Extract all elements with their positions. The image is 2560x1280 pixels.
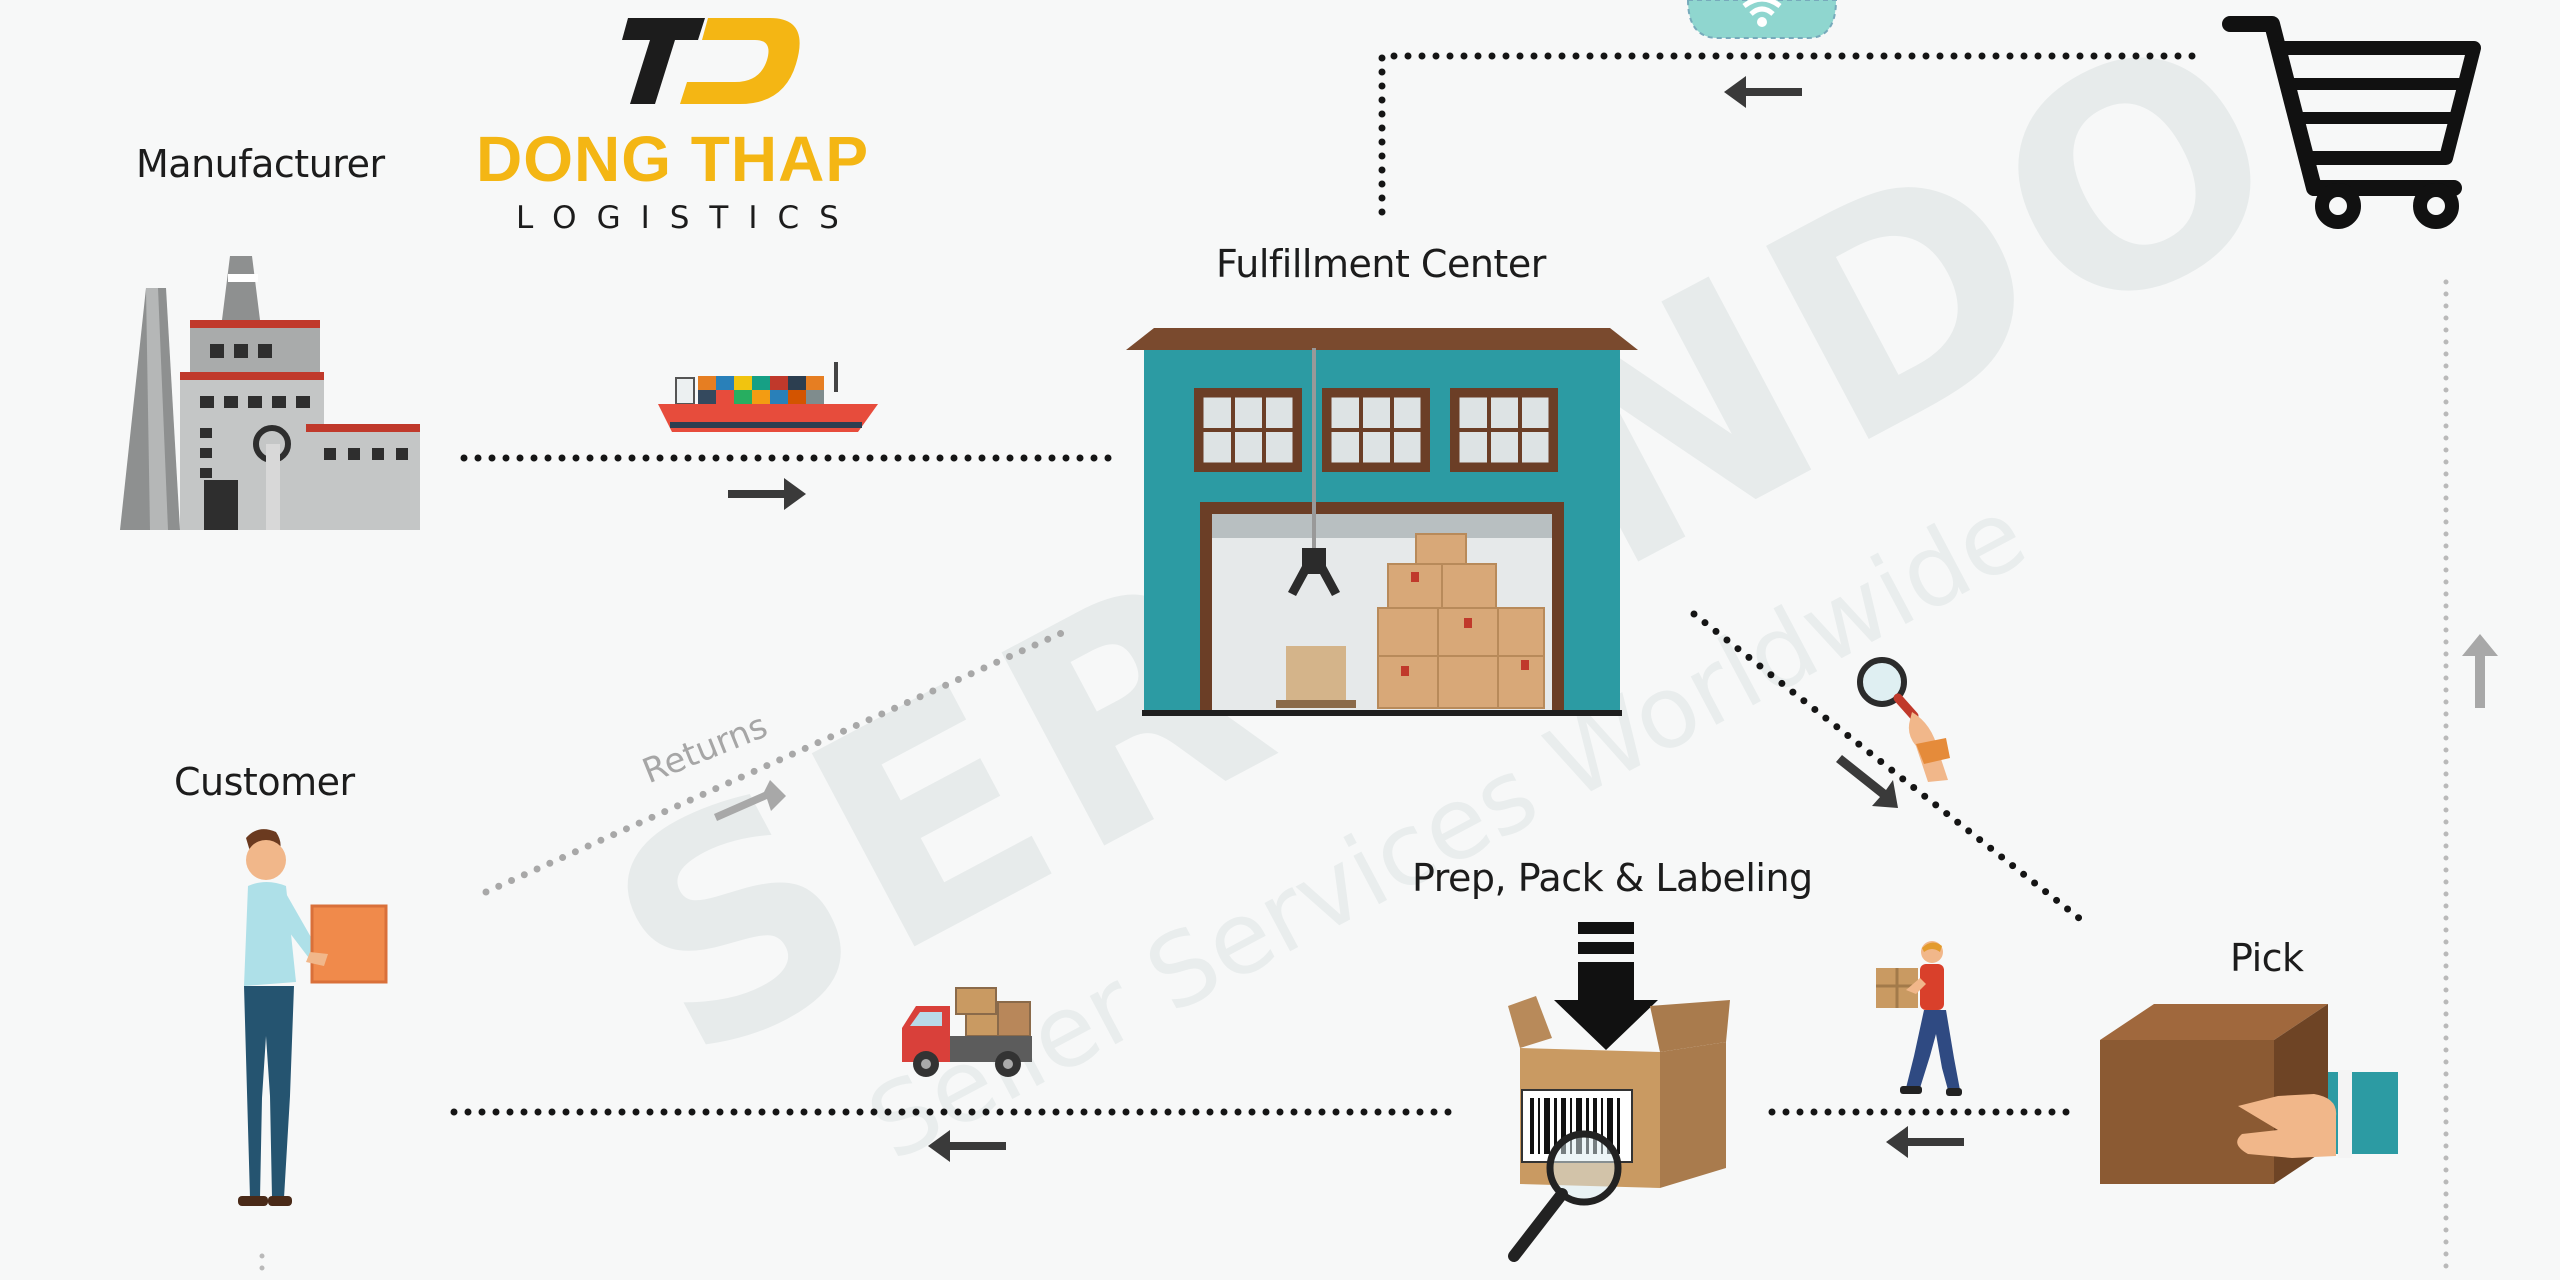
shopping-cart-icon — [2222, 16, 2481, 229]
magnifier-icon — [1857, 657, 1950, 782]
prep-pack-labeling-label: Prep, Pack & Labeling — [1412, 856, 1813, 900]
customer-label: Customer — [174, 760, 355, 804]
factory-icon — [120, 256, 420, 530]
arrow-up-right — [2462, 634, 2498, 708]
arrow-right-ship — [728, 478, 806, 510]
customer-icon — [238, 829, 388, 1206]
warehouse-icon — [1126, 328, 1638, 716]
delivery-truck-icon — [902, 987, 1032, 1077]
brand-logo-icon — [622, 18, 800, 104]
wifi-cloud-icon — [1686, 0, 1838, 39]
labeled-box-icon — [1508, 922, 1730, 1262]
arrow-diag-pick — [1836, 755, 1898, 808]
connector-cart-to-center — [1378, 52, 2204, 216]
arrow-left-customer — [928, 1130, 1006, 1162]
fulfillment-center-label: Fulfillment Center — [1216, 242, 1546, 286]
cargo-ship-icon — [658, 362, 878, 432]
connector-center-to-pick — [1690, 610, 2088, 926]
arrow-left-top — [1724, 76, 1802, 108]
arrow-left-prep — [1886, 1126, 1964, 1158]
pick-label: Pick — [2230, 936, 2304, 980]
courier-icon — [1876, 941, 1962, 1096]
brand-name: DONG THAP — [476, 123, 869, 195]
connector-returns — [482, 628, 1068, 896]
manufacturer-label: Manufacturer — [136, 142, 385, 186]
brand-sub: LOGISTICS — [516, 200, 859, 236]
hand-box-icon — [2100, 1004, 2398, 1184]
arrow-returns — [714, 780, 786, 821]
